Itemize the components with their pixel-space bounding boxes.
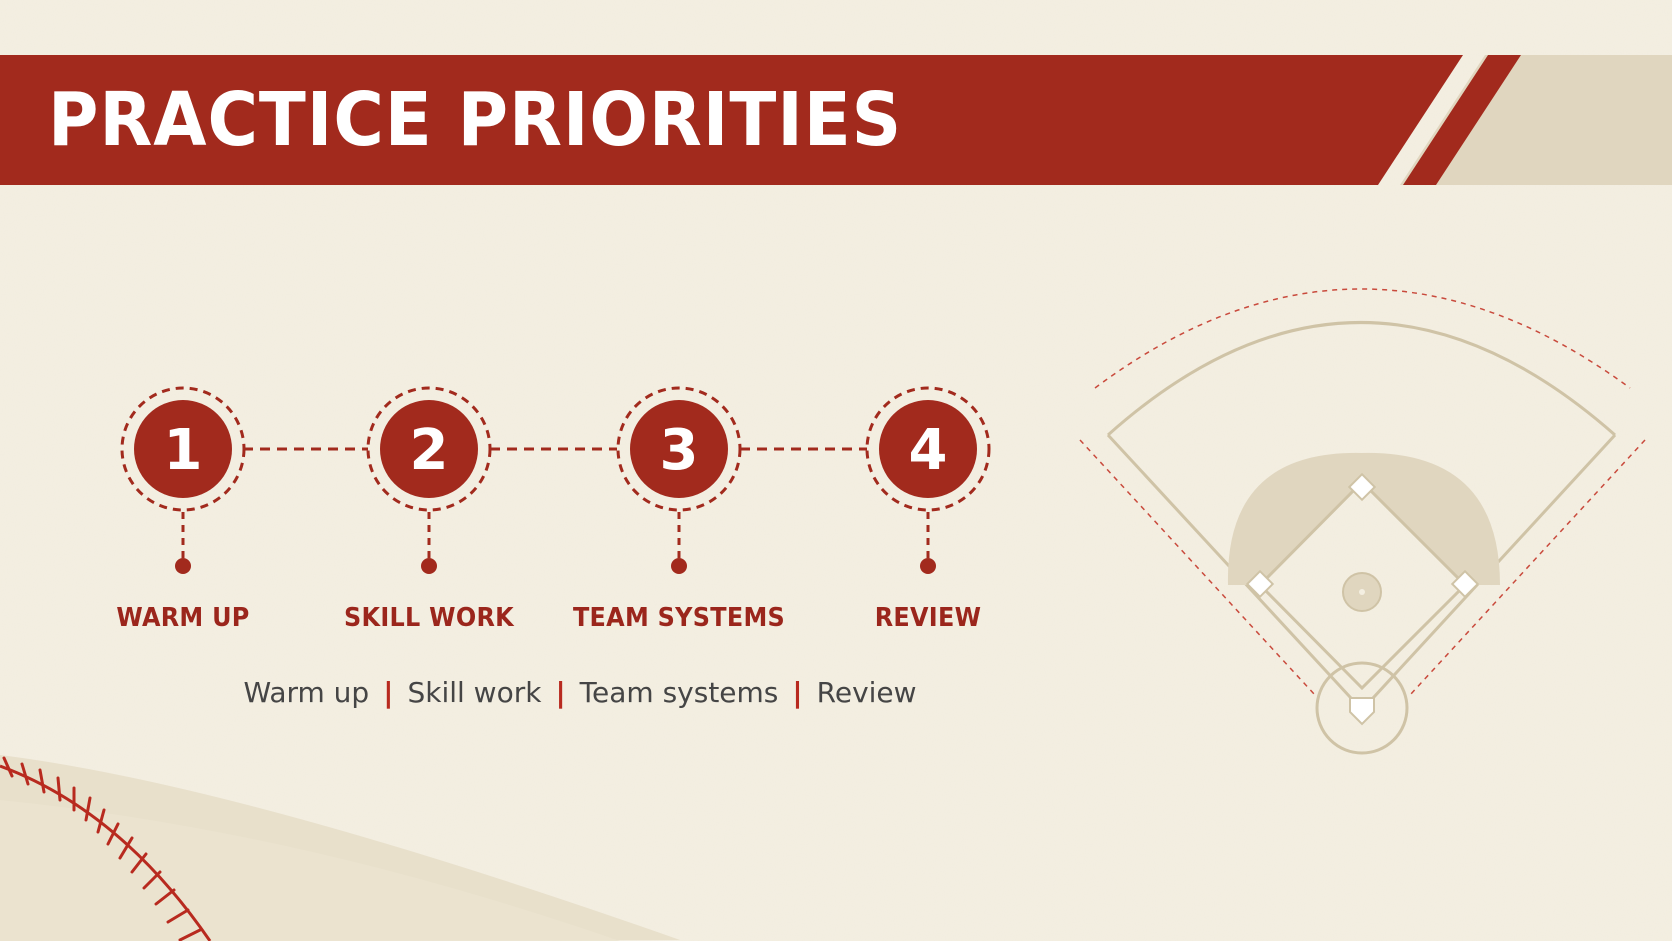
summary-separator: |: [383, 676, 394, 709]
title-banner: [0, 55, 1672, 185]
baseball-diamond-icon: [1079, 288, 1646, 755]
step-marker: 1: [120, 386, 246, 574]
baseball-seam-icon: [0, 755, 680, 941]
summary-item: Warm up: [243, 676, 370, 709]
step-number: 1: [164, 418, 203, 483]
summary-separator: |: [555, 676, 566, 709]
step-marker: 2: [366, 386, 492, 574]
step-number: 2: [410, 418, 449, 483]
step-label-review: REVIEW: [874, 603, 982, 633]
step-number: 3: [660, 418, 699, 483]
summary-item: Skill work: [407, 676, 542, 709]
step-label-warm-up: WARM UP: [116, 603, 250, 633]
page-title: PRACTICE PRIORITIES: [48, 77, 903, 163]
banner-stripe: [1403, 55, 1521, 185]
summary-line: Warm up | Skill work | Team systems | Review: [0, 676, 1160, 709]
step-number: 4: [909, 418, 948, 483]
step-label-team-systems: TEAM SYSTEMS: [572, 603, 786, 633]
banner-stripe: [1345, 55, 1463, 185]
summary-item: Team systems: [579, 676, 779, 709]
step-label-skill-work: SKILL WORK: [344, 603, 514, 633]
summary-item: Review: [816, 676, 917, 709]
summary-separator: |: [792, 676, 803, 709]
step-marker: 3: [616, 386, 742, 574]
step-marker: 4: [865, 386, 991, 574]
